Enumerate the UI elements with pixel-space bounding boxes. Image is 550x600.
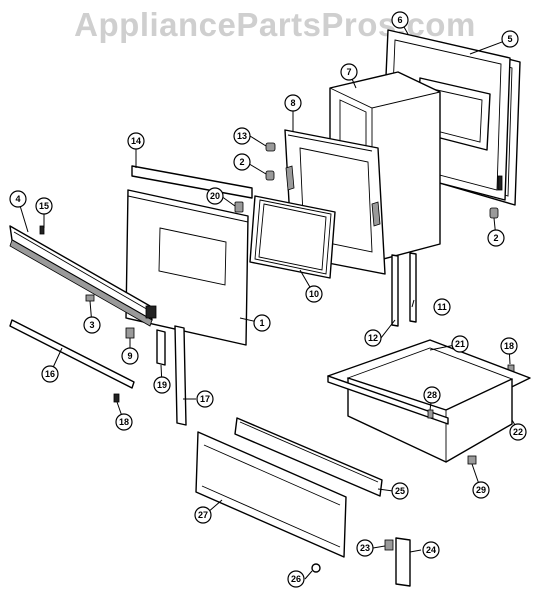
callout-2b: 2	[487, 229, 505, 247]
callout-5: 5	[501, 30, 519, 48]
callout-label: 15	[39, 201, 49, 211]
callout-2a: 2	[233, 153, 251, 171]
callout-12: 12	[364, 329, 382, 347]
drawer-panel-back	[234, 417, 383, 497]
callout-26: 26	[287, 570, 305, 588]
window-glass-frame	[249, 195, 336, 279]
callout-28: 28	[423, 386, 441, 404]
callout-label: 29	[476, 485, 486, 495]
callout-17: 17	[196, 390, 214, 408]
callout-14: 14	[127, 132, 145, 150]
callout-label: 19	[157, 380, 167, 390]
callout-label: 8	[290, 98, 295, 108]
callout-1: 1	[253, 314, 271, 332]
callout-label: 1	[259, 318, 264, 328]
outer-door-panel	[125, 189, 249, 346]
callout-label: 5	[507, 34, 512, 44]
callout-label: 14	[131, 136, 141, 146]
callout-18b: 18	[500, 337, 518, 355]
callout-3: 3	[83, 316, 101, 334]
callout-label: 10	[309, 289, 319, 299]
door-trim-strip	[131, 165, 253, 199]
vertical-strips	[391, 252, 417, 327]
callout-29: 29	[472, 481, 490, 499]
callout-label: 21	[455, 339, 465, 349]
callout-label: 3	[89, 320, 94, 330]
lower-rail	[9, 319, 135, 403]
callout-label: 28	[427, 390, 437, 400]
callout-label: 25	[395, 486, 405, 496]
callout-22: 22	[509, 423, 527, 441]
callout-label: 22	[513, 427, 523, 437]
callout-21: 21	[451, 335, 469, 353]
callout-11: 11	[433, 298, 451, 316]
callout-24: 24	[422, 541, 440, 559]
callout-16: 16	[41, 365, 59, 383]
callout-label: 2	[493, 233, 498, 243]
callout-4: 4	[9, 190, 27, 208]
callout-6: 6	[391, 11, 409, 29]
callout-label: 16	[45, 369, 55, 379]
callout-label: 12	[368, 333, 378, 343]
callout-label: 6	[397, 15, 402, 25]
callout-10: 10	[305, 285, 323, 303]
callout-7: 7	[340, 63, 358, 81]
storage-drawer	[327, 339, 531, 463]
vent-rail	[9, 225, 157, 327]
callout-label: 11	[437, 302, 447, 312]
callout-25: 25	[391, 482, 409, 500]
callout-label: 2	[239, 157, 244, 167]
callout-label: 27	[198, 510, 208, 520]
callout-label: 13	[237, 131, 247, 141]
callout-label: 7	[346, 67, 351, 77]
callout-label: 18	[119, 417, 129, 427]
callout-13: 13	[233, 127, 251, 145]
callout-label: 20	[210, 191, 220, 201]
callout-label: 17	[200, 394, 210, 404]
small-hardware	[234, 142, 499, 219]
callout-19: 19	[153, 376, 171, 394]
drawer-front	[195, 431, 347, 558]
callout-9: 9	[121, 347, 139, 365]
callout-23: 23	[356, 539, 374, 557]
callout-20: 20	[206, 187, 224, 205]
callout-15: 15	[35, 197, 53, 215]
callout-label: 23	[360, 543, 370, 553]
callout-8: 8	[284, 94, 302, 112]
callout-label: 24	[426, 545, 436, 555]
callout-18a: 18	[115, 413, 133, 431]
callout-label: 18	[504, 341, 514, 351]
callout-label: 26	[291, 574, 301, 584]
callout-label: 4	[15, 194, 20, 204]
callout-27: 27	[194, 506, 212, 524]
side-strips	[156, 325, 187, 426]
callout-label: 9	[127, 351, 132, 361]
